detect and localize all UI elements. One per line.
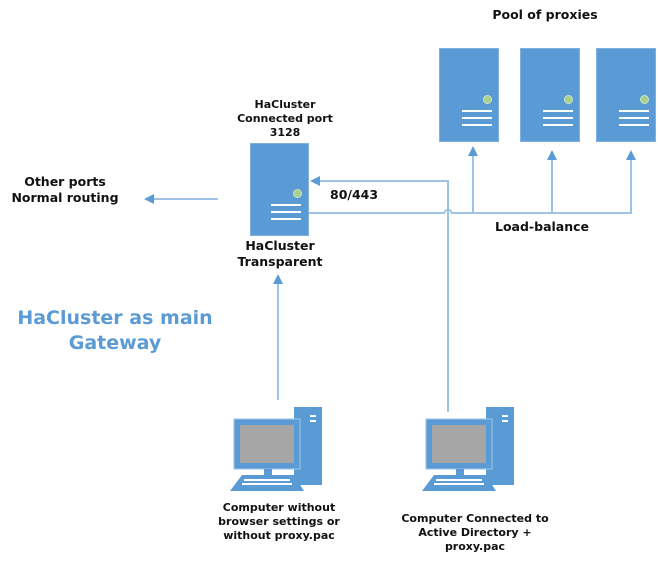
computer-right-line-3: proxy.pac — [444, 539, 506, 553]
status-led-icon — [564, 95, 573, 104]
server-bars-icon — [543, 110, 573, 131]
gateway-title-line-1: HaCluster as main — [17, 307, 213, 329]
port-80-443-arrow — [310, 176, 449, 412]
proxy-server-3[interactable] — [596, 48, 656, 142]
pool-title: Pool of proxies — [492, 7, 598, 22]
server-bars-icon — [462, 110, 492, 131]
transparent-text: Transparent — [237, 253, 323, 269]
computer-right-line-2: Active Directory + — [418, 525, 532, 539]
computer-right-label: Computer Connected to Active Directory +… — [395, 512, 555, 553]
status-led-icon — [640, 95, 649, 104]
gateway-title: HaCluster as main Gateway — [10, 306, 220, 355]
hacluster-transparent-label: HaCluster Transparent — [220, 238, 340, 269]
hacluster-name-text: HaCluster — [254, 98, 316, 111]
load-balance-label: Load-balance — [495, 219, 590, 234]
port-80-443-label: 80/443 — [330, 187, 379, 202]
status-led-icon — [483, 95, 492, 104]
proxy-server-2[interactable] — [520, 48, 580, 142]
load-balance-bus — [308, 208, 632, 214]
computer-left-line-3: without proxy.pac — [223, 528, 335, 542]
port-number-text: 3128 — [269, 125, 301, 139]
computer-right-line-1: Computer Connected to — [401, 512, 549, 525]
gateway-title-line-2: Gateway — [68, 331, 162, 354]
hacluster-port-label: HaCluster Connected port 3128 — [225, 98, 345, 139]
status-led-icon — [293, 189, 302, 198]
proxy-server-1[interactable] — [439, 48, 499, 142]
hacluster-text: HaCluster — [245, 238, 315, 253]
server-bars-icon — [619, 110, 649, 131]
other-ports-label: Other ports Normal routing — [5, 174, 125, 205]
other-ports-text: Other ports — [24, 174, 106, 189]
connected-port-text: Connected port — [237, 111, 333, 125]
hacluster-server[interactable] — [250, 143, 309, 236]
computer-left-line-2: browser settings or — [218, 514, 340, 528]
server-bars-icon — [271, 204, 301, 225]
computer-left-label: Computer without browser settings or wit… — [215, 501, 343, 542]
computer-right-icon[interactable] — [420, 407, 516, 491]
computer-left-line-1: Computer without — [222, 501, 336, 514]
computer-left-icon[interactable] — [228, 407, 324, 491]
normal-routing-text: Normal routing — [11, 189, 119, 205]
